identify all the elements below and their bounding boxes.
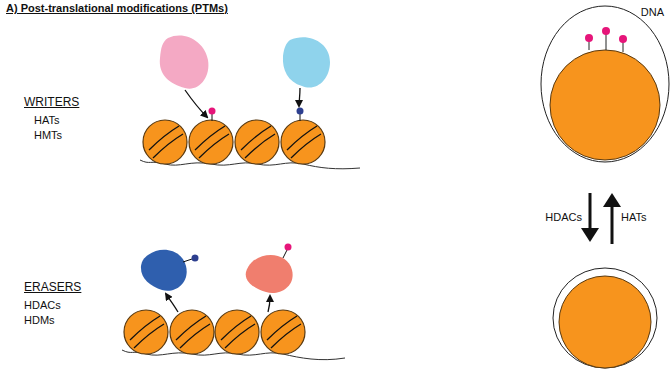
arrow-label: HDACs [545, 211, 582, 223]
dna-label: DNA [641, 6, 664, 18]
group-heading: ERASERS [24, 281, 81, 294]
group-heading: WRITERS [24, 96, 79, 109]
enzyme-label: HDMs [24, 314, 55, 326]
arrow-label: HATs [621, 211, 646, 223]
panel-title: A) Post-translational modifications (PTM… [6, 2, 228, 14]
enzyme-label: HATs [34, 114, 59, 126]
enzyme-label: HDACs [24, 299, 61, 311]
enzyme-label: HMTs [34, 129, 62, 141]
